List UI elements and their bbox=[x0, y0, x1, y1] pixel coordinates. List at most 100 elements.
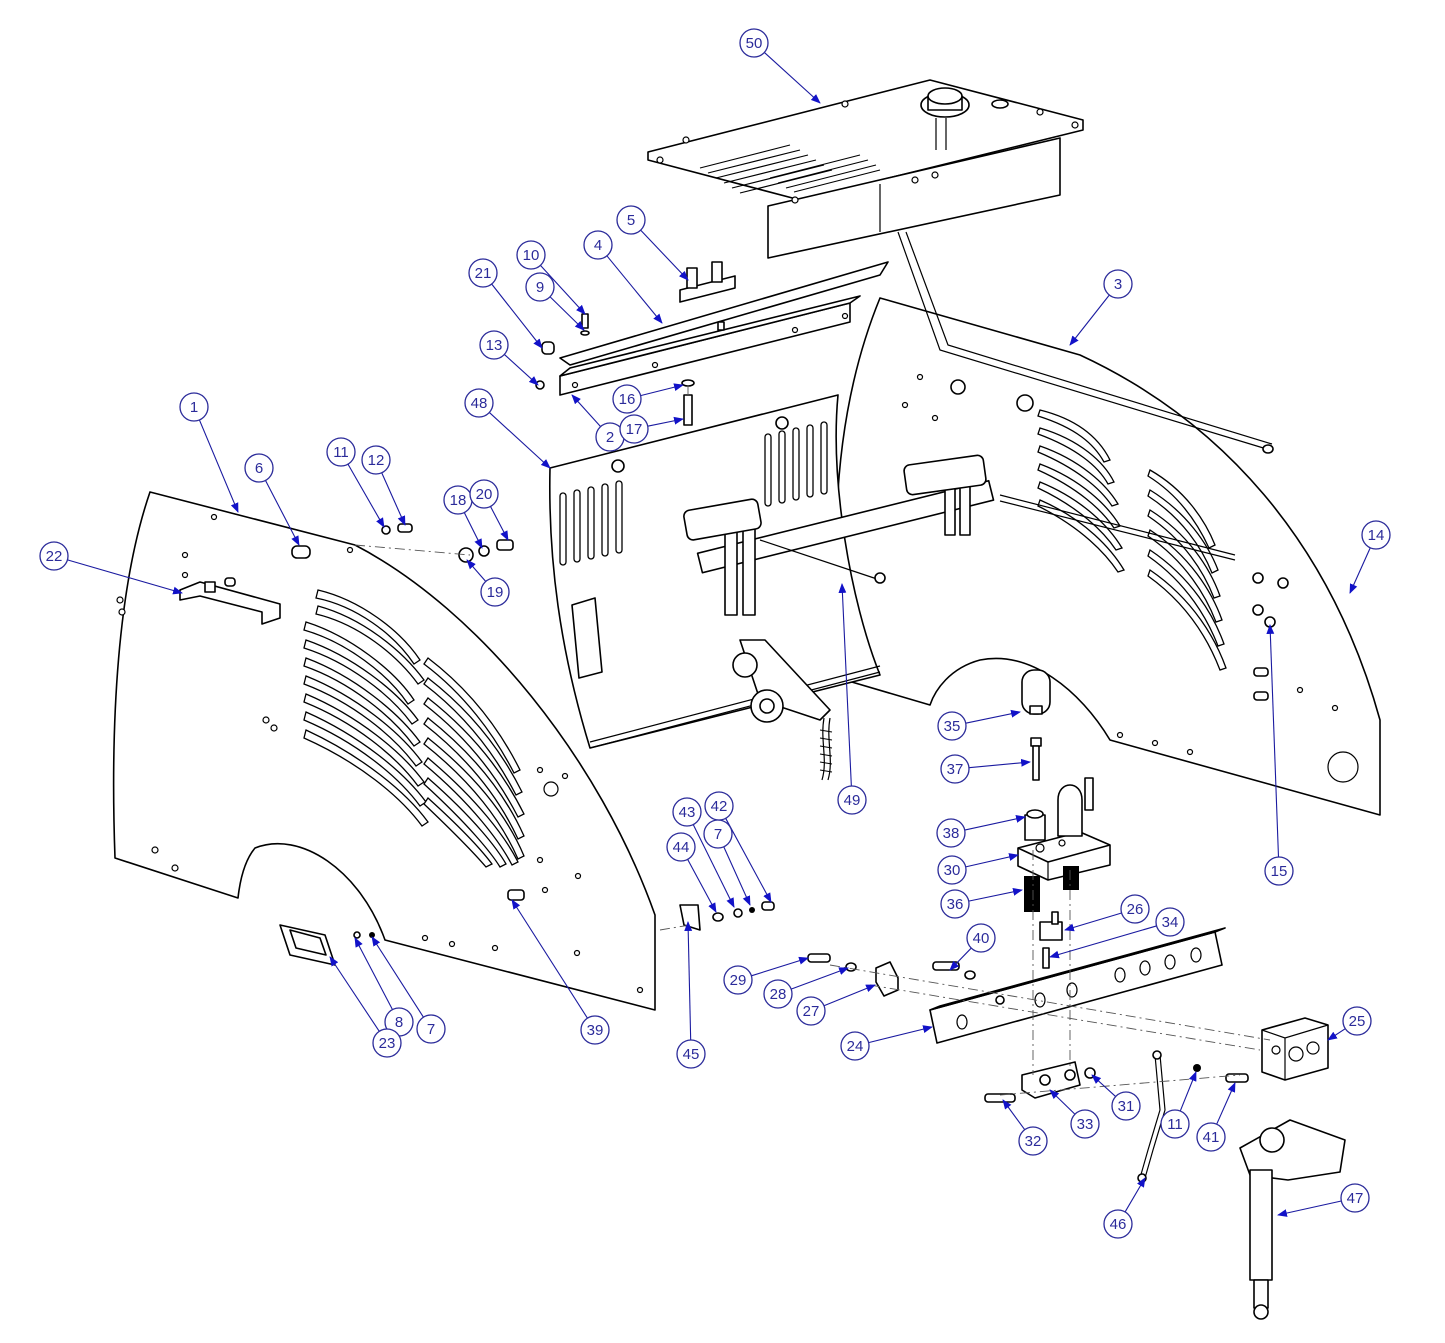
callout-c26: 26 bbox=[1120, 894, 1150, 924]
callout-circle bbox=[723, 965, 753, 995]
leader-line-c1 bbox=[198, 419, 239, 513]
callout-circle bbox=[244, 453, 274, 483]
callout-c20: 20 bbox=[469, 479, 499, 509]
callout-label: 37 bbox=[947, 761, 964, 778]
callout-circle bbox=[361, 445, 391, 475]
leader-line-c13 bbox=[503, 354, 539, 386]
callout-c35: 35 bbox=[937, 711, 967, 741]
leader-line-c10 bbox=[540, 264, 586, 315]
callout-circle bbox=[416, 1014, 446, 1044]
callout-label: 11 bbox=[1167, 1116, 1183, 1133]
callout-c29: 29 bbox=[723, 965, 753, 995]
callout-c49: 49 bbox=[837, 785, 867, 815]
part-right-side-panel bbox=[835, 297, 1381, 816]
leader-line-c3 bbox=[1069, 294, 1110, 346]
callout-c38: 38 bbox=[936, 818, 966, 848]
callout-c7a: 7 bbox=[703, 819, 733, 849]
callout-label: 17 bbox=[626, 421, 643, 438]
callout-label: 24 bbox=[847, 1038, 864, 1055]
callout-c47: 47 bbox=[1340, 1183, 1370, 1213]
callout-c45: 45 bbox=[676, 1039, 706, 1069]
callout-c37: 37 bbox=[940, 754, 970, 784]
callout-circle bbox=[179, 392, 209, 422]
callout-label: 18 bbox=[450, 492, 467, 509]
callout-c40: 40 bbox=[966, 923, 996, 953]
callout-c11b: 11 bbox=[1160, 1109, 1190, 1139]
callout-c14: 14 bbox=[1361, 520, 1391, 550]
callout-label: 6 bbox=[255, 460, 263, 477]
part-support-rod bbox=[897, 231, 1274, 454]
callout-c17: 17 bbox=[619, 414, 649, 444]
callout-label: 40 bbox=[973, 930, 990, 947]
leader-line-c48 bbox=[488, 412, 551, 469]
callout-circle bbox=[464, 388, 494, 418]
callout-c18: 18 bbox=[443, 485, 473, 515]
callout-label: 36 bbox=[947, 896, 964, 913]
leader-line-c39 bbox=[511, 899, 588, 1019]
callout-circle bbox=[580, 1015, 610, 1045]
callout-c50: 50 bbox=[739, 28, 769, 58]
callout-c3: 3 bbox=[1103, 269, 1133, 299]
callout-circle bbox=[672, 797, 702, 827]
callout-label: 32 bbox=[1025, 1133, 1042, 1150]
callout-circle bbox=[1342, 1006, 1372, 1036]
callout-label: 45 bbox=[683, 1046, 700, 1063]
leader-line-c14 bbox=[1349, 547, 1371, 594]
callout-label: 14 bbox=[1368, 527, 1385, 544]
leader-line-c21 bbox=[491, 283, 543, 349]
callout-label: 33 bbox=[1077, 1116, 1094, 1133]
callout-label: 31 bbox=[1118, 1098, 1135, 1115]
callout-label: 13 bbox=[486, 337, 503, 354]
callout-circle bbox=[676, 1039, 706, 1069]
assembly-centerlines bbox=[354, 385, 1271, 1096]
callout-label: 25 bbox=[1349, 1013, 1366, 1030]
callout-c5: 5 bbox=[616, 205, 646, 235]
callout-c24: 24 bbox=[840, 1031, 870, 1061]
callout-c39: 39 bbox=[580, 1015, 610, 1045]
callout-c1: 1 bbox=[179, 392, 209, 422]
callout-c9: 9 bbox=[525, 272, 555, 302]
callout-circle bbox=[1120, 894, 1150, 924]
callout-c22: 22 bbox=[39, 541, 69, 571]
callout-c2: 2 bbox=[595, 422, 625, 452]
callout-c30: 30 bbox=[937, 855, 967, 885]
callout-label: 16 bbox=[619, 391, 636, 408]
callout-c21: 21 bbox=[468, 258, 498, 288]
part-linear-actuator bbox=[1239, 1119, 1346, 1320]
callout-label: 15 bbox=[1271, 863, 1288, 880]
leader-line-c7a bbox=[723, 846, 751, 906]
part-actuator-frame-assembly bbox=[683, 454, 1236, 781]
callout-c34: 34 bbox=[1155, 907, 1185, 937]
callout-label: 43 bbox=[679, 804, 696, 821]
part-top-cover-plate bbox=[647, 79, 1084, 259]
callout-label: 46 bbox=[1110, 1216, 1127, 1233]
leader-line-c11b bbox=[1179, 1071, 1197, 1112]
callout-label: 41 bbox=[1203, 1129, 1220, 1146]
callout-c43: 43 bbox=[672, 797, 702, 827]
callout-c32: 32 bbox=[1018, 1126, 1048, 1156]
callout-circle bbox=[1264, 856, 1294, 886]
callout-c12: 12 bbox=[361, 445, 391, 475]
leader-line-c6 bbox=[264, 480, 300, 546]
leader-line-c26 bbox=[1064, 912, 1122, 932]
callout-circle bbox=[940, 754, 970, 784]
callout-circle bbox=[468, 258, 498, 288]
leader-line-c40 bbox=[949, 947, 972, 971]
leader-line-c15 bbox=[1266, 624, 1280, 858]
callout-c27: 27 bbox=[796, 996, 826, 1026]
callout-circle bbox=[1155, 907, 1185, 937]
callout-c7b: 7 bbox=[416, 1014, 446, 1044]
leader-line-c38 bbox=[964, 815, 1026, 831]
leader-line-c47 bbox=[1277, 1200, 1342, 1217]
callout-label: 39 bbox=[587, 1022, 604, 1039]
callout-circle bbox=[704, 791, 734, 821]
callout-label: 23 bbox=[379, 1035, 396, 1052]
callout-label: 7 bbox=[714, 826, 722, 843]
callout-label: 4 bbox=[594, 237, 602, 254]
callout-label: 38 bbox=[943, 825, 960, 842]
callout-label: 26 bbox=[1127, 901, 1144, 918]
callout-circle bbox=[583, 230, 613, 260]
callout-label: 5 bbox=[627, 212, 635, 229]
callout-circle bbox=[372, 1028, 402, 1058]
